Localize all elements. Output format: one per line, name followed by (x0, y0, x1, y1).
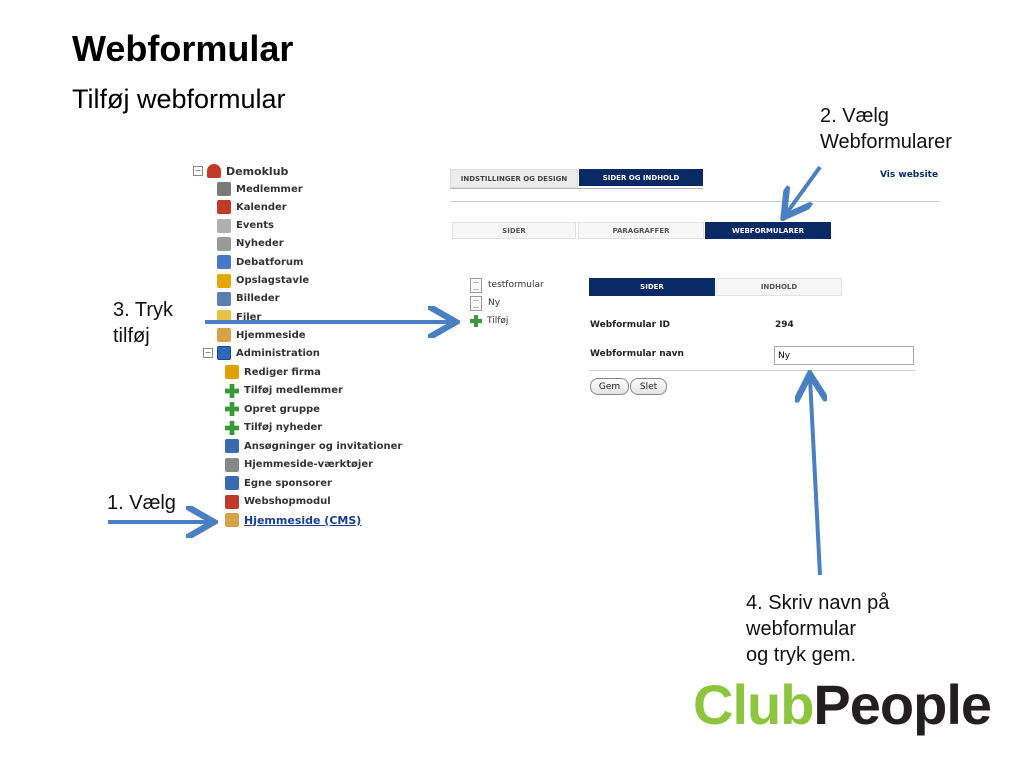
webform-id-value: 294 (775, 320, 794, 330)
sidebar-item-label: Ansøgninger og invitationer (244, 440, 403, 452)
document-icon (470, 295, 482, 311)
news-icon (217, 236, 231, 251)
sidebar-item-label: Webshopmodul (244, 496, 331, 507)
tab-detail-sider[interactable]: SIDER (589, 278, 715, 296)
tree-admin[interactable]: − Administration (203, 344, 320, 362)
applications-icon (225, 439, 239, 453)
club-icon (207, 164, 221, 178)
sidebar-item-label: Rediger firma (244, 366, 321, 378)
edit-pencil-icon (225, 365, 239, 379)
delete-button[interactable]: Slet (630, 378, 667, 395)
sidebar-item-egne-sponsorer[interactable]: Egne sponsorer (225, 474, 332, 492)
arrow-step-2 (786, 165, 822, 214)
sidebar-item-hjemmeside-værktøjer[interactable]: Hjemmeside-værktøjer (225, 456, 373, 474)
hjemmeside-cms-link[interactable]: Hjemmeside (CMS) (244, 513, 362, 527)
sidebar-item-nyheder[interactable]: Nyheder (217, 235, 284, 253)
forum-icon (217, 255, 231, 270)
sidebar-item-label: Opret gruppe (244, 403, 320, 415)
sidebar-item-ansøgninger-og-invitationer[interactable]: Ansøgninger og invitationer (225, 437, 402, 455)
callout-step-3: 3. Tryk tilføj (113, 299, 174, 347)
cart-icon (225, 494, 239, 509)
sidebar-item-label: Events (236, 220, 274, 232)
sidebar-item-opslagstavle[interactable]: Opslagstavle (217, 272, 309, 290)
vis-website-link[interactable]: Vis website (880, 170, 939, 180)
tools-icon (225, 457, 239, 472)
tab-paragraffer[interactable]: PARAGRAFFER (578, 222, 704, 239)
sidebar-item-tilføj-medlemmer[interactable]: Tilføj medlemmer (225, 382, 343, 400)
plus-icon (225, 420, 239, 435)
sidebar-item-label: Opslagstavle (236, 275, 310, 286)
sidebar-item-rediger-firma[interactable]: Rediger firma (225, 363, 321, 381)
add-webform-button[interactable]: Tilføj (470, 313, 508, 329)
divider (450, 201, 940, 202)
sidebar-item-label: Hjemmeside (236, 329, 306, 341)
sidebar-item-label: Debatforum (236, 256, 304, 268)
sidebar-item-label: Kalender (236, 201, 287, 213)
slide-subtitle: Tilføj webformular (72, 84, 286, 114)
list-item-testformular[interactable]: testformular (470, 277, 544, 293)
logo-people: People (813, 673, 992, 736)
sidebar-item-billeder[interactable]: Billeder (217, 290, 280, 308)
logo-club: Club (693, 673, 814, 736)
sidebar-item-label: Tilføj medlemmer (244, 385, 343, 396)
save-button[interactable]: Gem (590, 378, 629, 395)
sidebar-item-label: Egne sponsorer (244, 477, 332, 489)
tree-root-demoklub[interactable]: − Demoklub (193, 162, 288, 180)
sidebar-item-opret-gruppe[interactable]: Opret gruppe (225, 400, 320, 418)
tab-webformularer[interactable]: WEBFORMULARER (705, 222, 831, 239)
sidebar-item-webshopmodul[interactable]: Webshopmodul (225, 493, 331, 511)
tree-admin-label: Administration (236, 347, 320, 359)
plus-icon (225, 402, 239, 416)
webform-name-label: Webformular navn (590, 349, 684, 359)
tree-root-label: Demoklub (226, 164, 289, 178)
form-divider (589, 370, 916, 371)
webform-name-input[interactable] (774, 346, 914, 365)
website-icon (225, 513, 239, 527)
webform-list: testformular Ny Tilføj (470, 277, 580, 337)
slide-title: Webformular (72, 28, 294, 69)
plus-icon (225, 383, 239, 398)
sidebar-item-kalender[interactable]: Kalender (217, 198, 287, 216)
list-item-ny[interactable]: Ny (470, 295, 500, 311)
tab-detail-indhold[interactable]: INDHOLD (716, 278, 842, 296)
arrow-step-4 (810, 378, 820, 576)
admin-icon (217, 346, 231, 360)
document-icon (470, 277, 482, 293)
members-icon (217, 182, 231, 196)
tab-sider-og-indhold[interactable]: SIDER OG INDHOLD (579, 169, 703, 186)
noteboard-icon (217, 273, 231, 288)
events-icon (217, 218, 231, 233)
sidebar-item-tilføj-nyheder[interactable]: Tilføj nyheder (225, 419, 322, 437)
tab-indstillinger-og-design[interactable]: INDSTILLINGER OG DESIGN (450, 169, 578, 188)
sidebar-item-debatforum[interactable]: Debatforum (217, 253, 303, 271)
tab-underline (450, 188, 703, 189)
sidebar-item-label: Medlemmer (236, 183, 303, 195)
tree-item-hjemmeside-cms[interactable]: Hjemmeside (CMS) (225, 511, 361, 529)
pictures-icon (217, 291, 231, 306)
tab-sider[interactable]: SIDER (452, 222, 576, 239)
calendar-icon (217, 200, 231, 215)
plus-icon (470, 315, 482, 327)
website-icon (217, 328, 231, 343)
sidebar-item-label: Hjemmeside-værktøjer (244, 459, 374, 470)
sidebar-item-hjemmeside[interactable]: Hjemmeside (217, 326, 306, 344)
sidebar-item-label: Filer (236, 311, 262, 323)
callout-step-2: 2. Vælg Webformularer (820, 105, 952, 153)
callout-step-4: 4. Skriv navn på webformular og tryk gem… (746, 592, 890, 666)
collapse-toggle[interactable]: − (193, 166, 203, 176)
sidebar-item-label: Nyheder (236, 238, 284, 250)
sidebar-item-label: Tilføj nyheder (244, 422, 323, 433)
collapse-toggle[interactable]: − (203, 348, 213, 358)
clubpeople-logo: ClubPeople (693, 672, 992, 737)
callout-step-1: 1. Vælg (107, 492, 176, 514)
sponsor-icon (225, 476, 239, 490)
sidebar-item-events[interactable]: Events (217, 217, 274, 235)
sidebar-item-label: Billeder (236, 293, 280, 305)
webform-id-label: Webformular ID (590, 320, 671, 330)
sidebar-item-medlemmer[interactable]: Medlemmer (217, 180, 303, 198)
